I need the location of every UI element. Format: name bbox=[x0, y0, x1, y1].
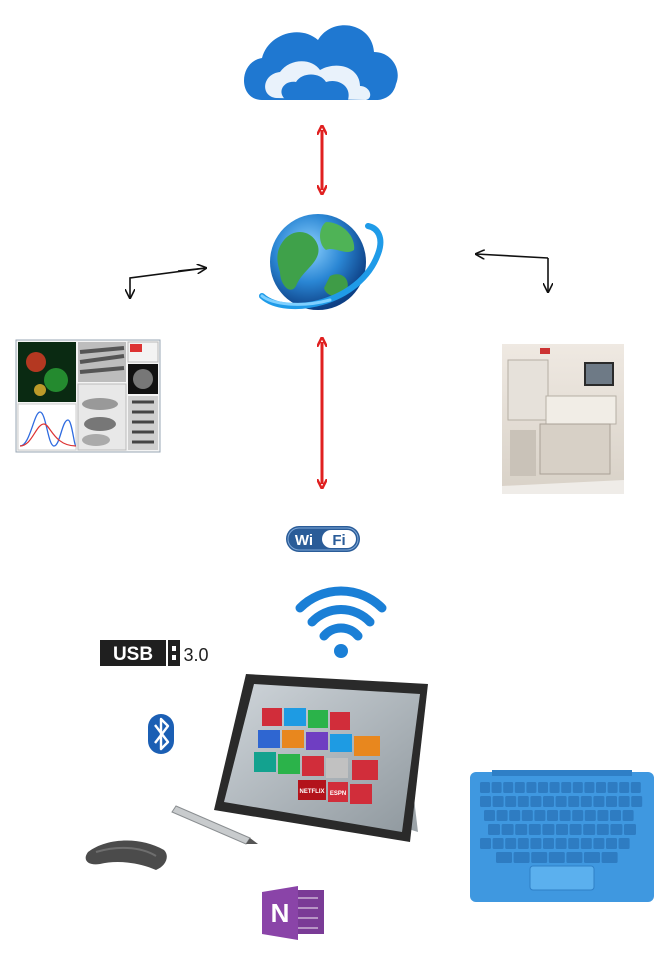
wifi-badge-right-text: Fi bbox=[332, 532, 345, 549]
keyboard-key bbox=[622, 810, 634, 821]
bluetooth-icon bbox=[148, 714, 174, 754]
keyboard-key bbox=[566, 852, 583, 863]
keyboard-key bbox=[630, 782, 641, 793]
keyboard-key bbox=[496, 810, 508, 821]
keyboard-key bbox=[501, 824, 514, 835]
keyboard-key bbox=[583, 824, 596, 835]
right-flow-arrow-top bbox=[476, 254, 549, 258]
keyboard-key bbox=[542, 824, 555, 835]
keyboard-key bbox=[531, 852, 548, 863]
keyboard-key bbox=[572, 810, 584, 821]
keyboard-key bbox=[549, 782, 560, 793]
cloud-icon bbox=[244, 25, 398, 100]
keyboard-key bbox=[607, 782, 618, 793]
keyboard-key bbox=[584, 782, 595, 793]
keyboard-key bbox=[618, 796, 630, 807]
keyboard-key bbox=[624, 824, 636, 835]
keyboard-key bbox=[584, 852, 600, 863]
keyboard-key bbox=[548, 852, 565, 863]
keyboard-key bbox=[596, 782, 606, 793]
keyboard-key bbox=[480, 838, 491, 849]
keyboard-key bbox=[526, 782, 537, 793]
keyboard-key bbox=[505, 796, 517, 807]
keyboard-key bbox=[606, 796, 617, 807]
tablet-device: NETFLIX ESPN bbox=[214, 674, 428, 842]
stylus-pen-icon bbox=[171, 805, 258, 845]
keyboard-key bbox=[491, 782, 502, 793]
keyboard-key bbox=[484, 810, 495, 821]
keyboard-key bbox=[538, 782, 548, 793]
keyboard-key bbox=[492, 796, 504, 807]
keyboard-key bbox=[530, 838, 542, 849]
keyboard-key bbox=[547, 810, 558, 821]
netflix-tile-text: NETFLIX bbox=[300, 789, 325, 795]
lab-instrument-photo bbox=[502, 344, 624, 494]
keyboard-key bbox=[514, 782, 525, 793]
keyboard-key bbox=[561, 782, 572, 793]
keyboard-key bbox=[580, 838, 592, 849]
keyboard-key bbox=[610, 810, 621, 821]
keyboard-key bbox=[606, 838, 617, 849]
keyboard-key bbox=[517, 796, 529, 807]
usb-3-logo: USB 3.0 bbox=[100, 640, 209, 666]
keyboard-key bbox=[601, 852, 618, 863]
keyboard-key bbox=[610, 824, 623, 835]
wifi-badge-left-text: Wi bbox=[295, 532, 313, 549]
microscopy-data-collage bbox=[15, 339, 161, 453]
keyboard-key bbox=[480, 796, 491, 807]
keyboard-cover-icon bbox=[470, 770, 654, 902]
keyboard-key bbox=[584, 810, 596, 821]
usb-version-text: 3.0 bbox=[183, 645, 208, 665]
keyboard-key bbox=[555, 796, 567, 807]
keyboard-key bbox=[593, 796, 605, 807]
keyboard-key bbox=[496, 852, 512, 863]
keyboard-key bbox=[509, 810, 521, 821]
wifi-signal-icon bbox=[295, 586, 387, 658]
keyboard-key bbox=[556, 824, 568, 835]
keyboard-key bbox=[515, 824, 528, 835]
keyboard-key bbox=[618, 838, 630, 849]
keyboard-key bbox=[488, 824, 500, 835]
keyboard-key bbox=[559, 810, 571, 821]
keyboard-key bbox=[528, 824, 541, 835]
onenote-letter: N bbox=[271, 898, 290, 928]
keyboard-key bbox=[631, 796, 643, 807]
keyboard-key bbox=[597, 810, 609, 821]
keyboard-key bbox=[480, 782, 490, 793]
keyboard-key bbox=[555, 838, 567, 849]
keyboard-key bbox=[521, 810, 533, 821]
keyboard-key bbox=[568, 796, 580, 807]
keyboard-key bbox=[568, 838, 580, 849]
tablet-start-tiles: NETFLIX ESPN bbox=[254, 708, 380, 804]
left-flow-arrow bbox=[130, 267, 207, 298]
keyboard-key bbox=[503, 782, 514, 793]
globe-icon bbox=[259, 214, 384, 310]
arc-mouse-icon bbox=[85, 840, 167, 870]
keyboard-key bbox=[534, 810, 546, 821]
keyboard-key bbox=[580, 796, 592, 807]
keyboard-key bbox=[517, 838, 529, 849]
wifi-badge: Wi Fi bbox=[286, 526, 360, 552]
keyboard-key bbox=[593, 838, 605, 849]
keyboard-key bbox=[596, 824, 609, 835]
keyboard-key bbox=[619, 782, 630, 793]
keyboard-key bbox=[505, 838, 517, 849]
keyboard-keys bbox=[480, 782, 643, 863]
espn-tile-text: ESPN bbox=[330, 791, 346, 797]
keyboard-key bbox=[572, 782, 583, 793]
keyboard-key bbox=[569, 824, 582, 835]
left-flow-arrow-tip bbox=[177, 268, 206, 271]
keyboard-key bbox=[543, 796, 554, 807]
usb-logo-text: USB bbox=[113, 644, 153, 665]
keyboard-key bbox=[530, 796, 542, 807]
keyboard-key bbox=[492, 838, 504, 849]
keyboard-key bbox=[543, 838, 554, 849]
onenote-icon: N bbox=[262, 886, 324, 940]
keyboard-key bbox=[513, 852, 530, 863]
